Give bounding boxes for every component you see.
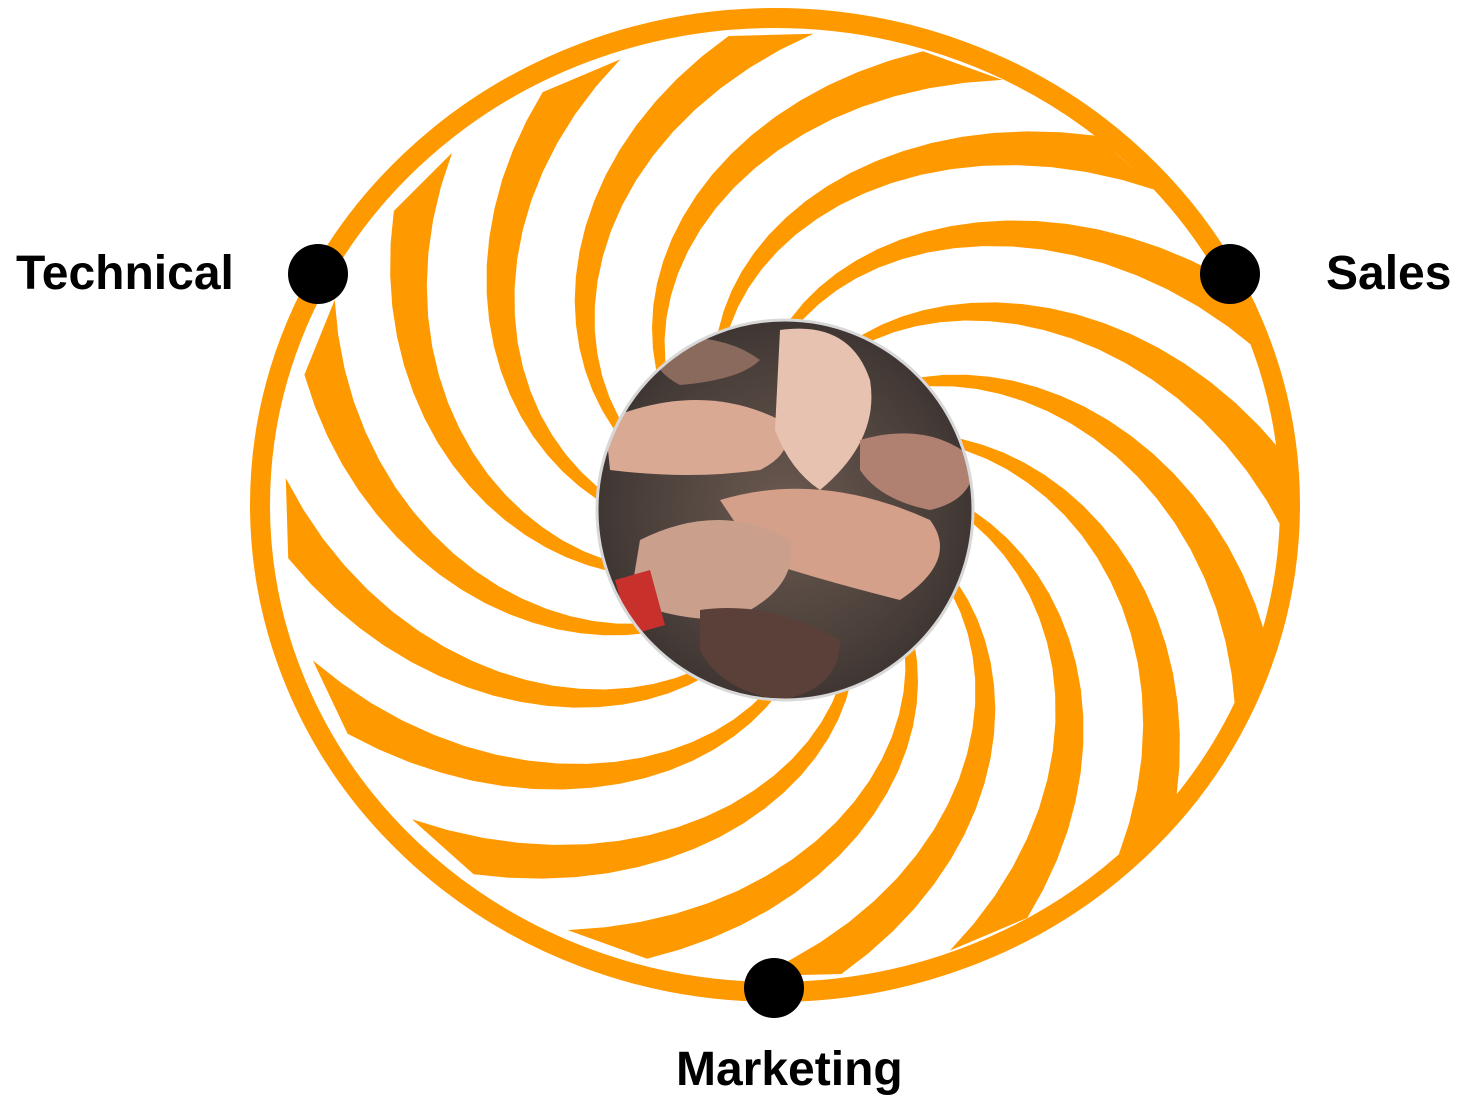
spiral-arm: [567, 621, 918, 959]
node-dot-sales: [1200, 244, 1260, 304]
spiral-arm: [304, 299, 669, 636]
spiral-arm: [285, 478, 725, 708]
spiral-arm: [312, 660, 791, 790]
spiral-arm: [715, 131, 1159, 350]
spiral-arm: [390, 152, 630, 575]
spiral-arm: [901, 374, 1266, 711]
spiral-arm: [756, 565, 996, 977]
node-label-sales: Sales: [1326, 247, 1452, 300]
node-label-technical: Technical: [16, 247, 234, 300]
spiral-arm: [940, 435, 1180, 858]
spiral-arms: [285, 33, 1285, 977]
spiral-arm: [779, 220, 1258, 350]
node-dot-technical: [288, 244, 348, 304]
spiral-arm: [486, 59, 621, 511]
spiral-arm: [574, 33, 814, 445]
node-dot-marketing: [744, 958, 804, 1018]
spiral-arm: [845, 302, 1285, 532]
center-photo: [595, 318, 975, 702]
spiral-arm: [949, 499, 1084, 951]
node-label-marketing: Marketing: [676, 1043, 903, 1096]
spiral-arm: [411, 660, 855, 879]
spiral-arm: [652, 51, 1003, 389]
